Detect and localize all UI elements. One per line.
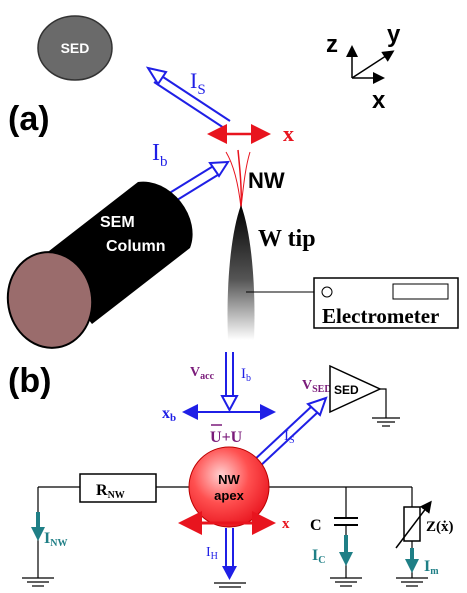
sed-ground [372, 388, 400, 427]
ic-arrow [339, 552, 353, 566]
apex-label-line2: apex [214, 488, 244, 503]
coordinate-axes [346, 45, 395, 84]
vsed-label: VSED [302, 378, 332, 395]
xb-label: xb [162, 405, 176, 424]
sed-detector-label: SED [61, 40, 90, 56]
is-sed-label: IS [284, 428, 295, 446]
ib-beam-label: Ib [241, 366, 251, 384]
sem-label-line1: SEM [100, 214, 135, 231]
inw-arrow [31, 527, 45, 541]
panel-b-label: (b) [8, 362, 51, 400]
c-label: C [310, 517, 322, 534]
x-label: x [283, 121, 294, 146]
axis-z-label: z [326, 31, 338, 58]
im-label: Im [424, 558, 439, 577]
sem-column [6, 181, 193, 349]
apex-label-line1: NW [218, 472, 240, 487]
nw-label: NW [248, 168, 285, 193]
ground-z [396, 577, 428, 587]
panel-a: (a) SED IS Ib x NW W tip [6, 15, 459, 349]
is-sed-arrow [251, 396, 328, 469]
nanowire-deflected [225, 151, 242, 209]
is-arrow [145, 66, 231, 129]
panel-a-label: (a) [8, 100, 50, 138]
ib-beam-arrow [220, 352, 239, 413]
inw-label: INW [44, 530, 67, 549]
rnw-label: RNW [96, 482, 125, 501]
ground-apex [214, 582, 246, 588]
w-tip [227, 205, 255, 340]
sed-detector [37, 15, 113, 81]
z-impedance [403, 506, 421, 542]
is-label: IS [190, 68, 206, 98]
nw-apex [188, 446, 270, 528]
im-arrow [405, 559, 419, 573]
wtip-label: W tip [258, 226, 316, 252]
axis-y-label: y [387, 21, 401, 48]
ih-label: IH [206, 545, 218, 562]
electrometer-terminal [321, 286, 333, 298]
rnw-resistor [79, 473, 157, 503]
nanowire-deflected-2 [240, 151, 251, 209]
ground-left [22, 577, 54, 587]
ground-cap [330, 577, 362, 587]
sed-amplifier [329, 364, 382, 414]
ih-arrow [222, 528, 237, 580]
ib-label: Ib [152, 140, 168, 170]
electrometer-label: Electrometer [322, 304, 439, 328]
panel-b: (b) Vacc Ib xb U+U VSED SED [8, 352, 454, 588]
electrometer-display [392, 283, 449, 300]
z-variable-arrow [395, 500, 432, 549]
ic-label: IC [312, 547, 325, 566]
sed-amplifier-label: SED [334, 383, 359, 397]
vacc-label: Vacc [190, 365, 215, 382]
u-label: U+U [210, 429, 243, 446]
x-apex-label: x [282, 516, 290, 532]
axis-x-label: x [372, 87, 386, 114]
z-label: Z(ẋ) [426, 519, 454, 535]
sem-label-line2: Column [106, 238, 166, 255]
